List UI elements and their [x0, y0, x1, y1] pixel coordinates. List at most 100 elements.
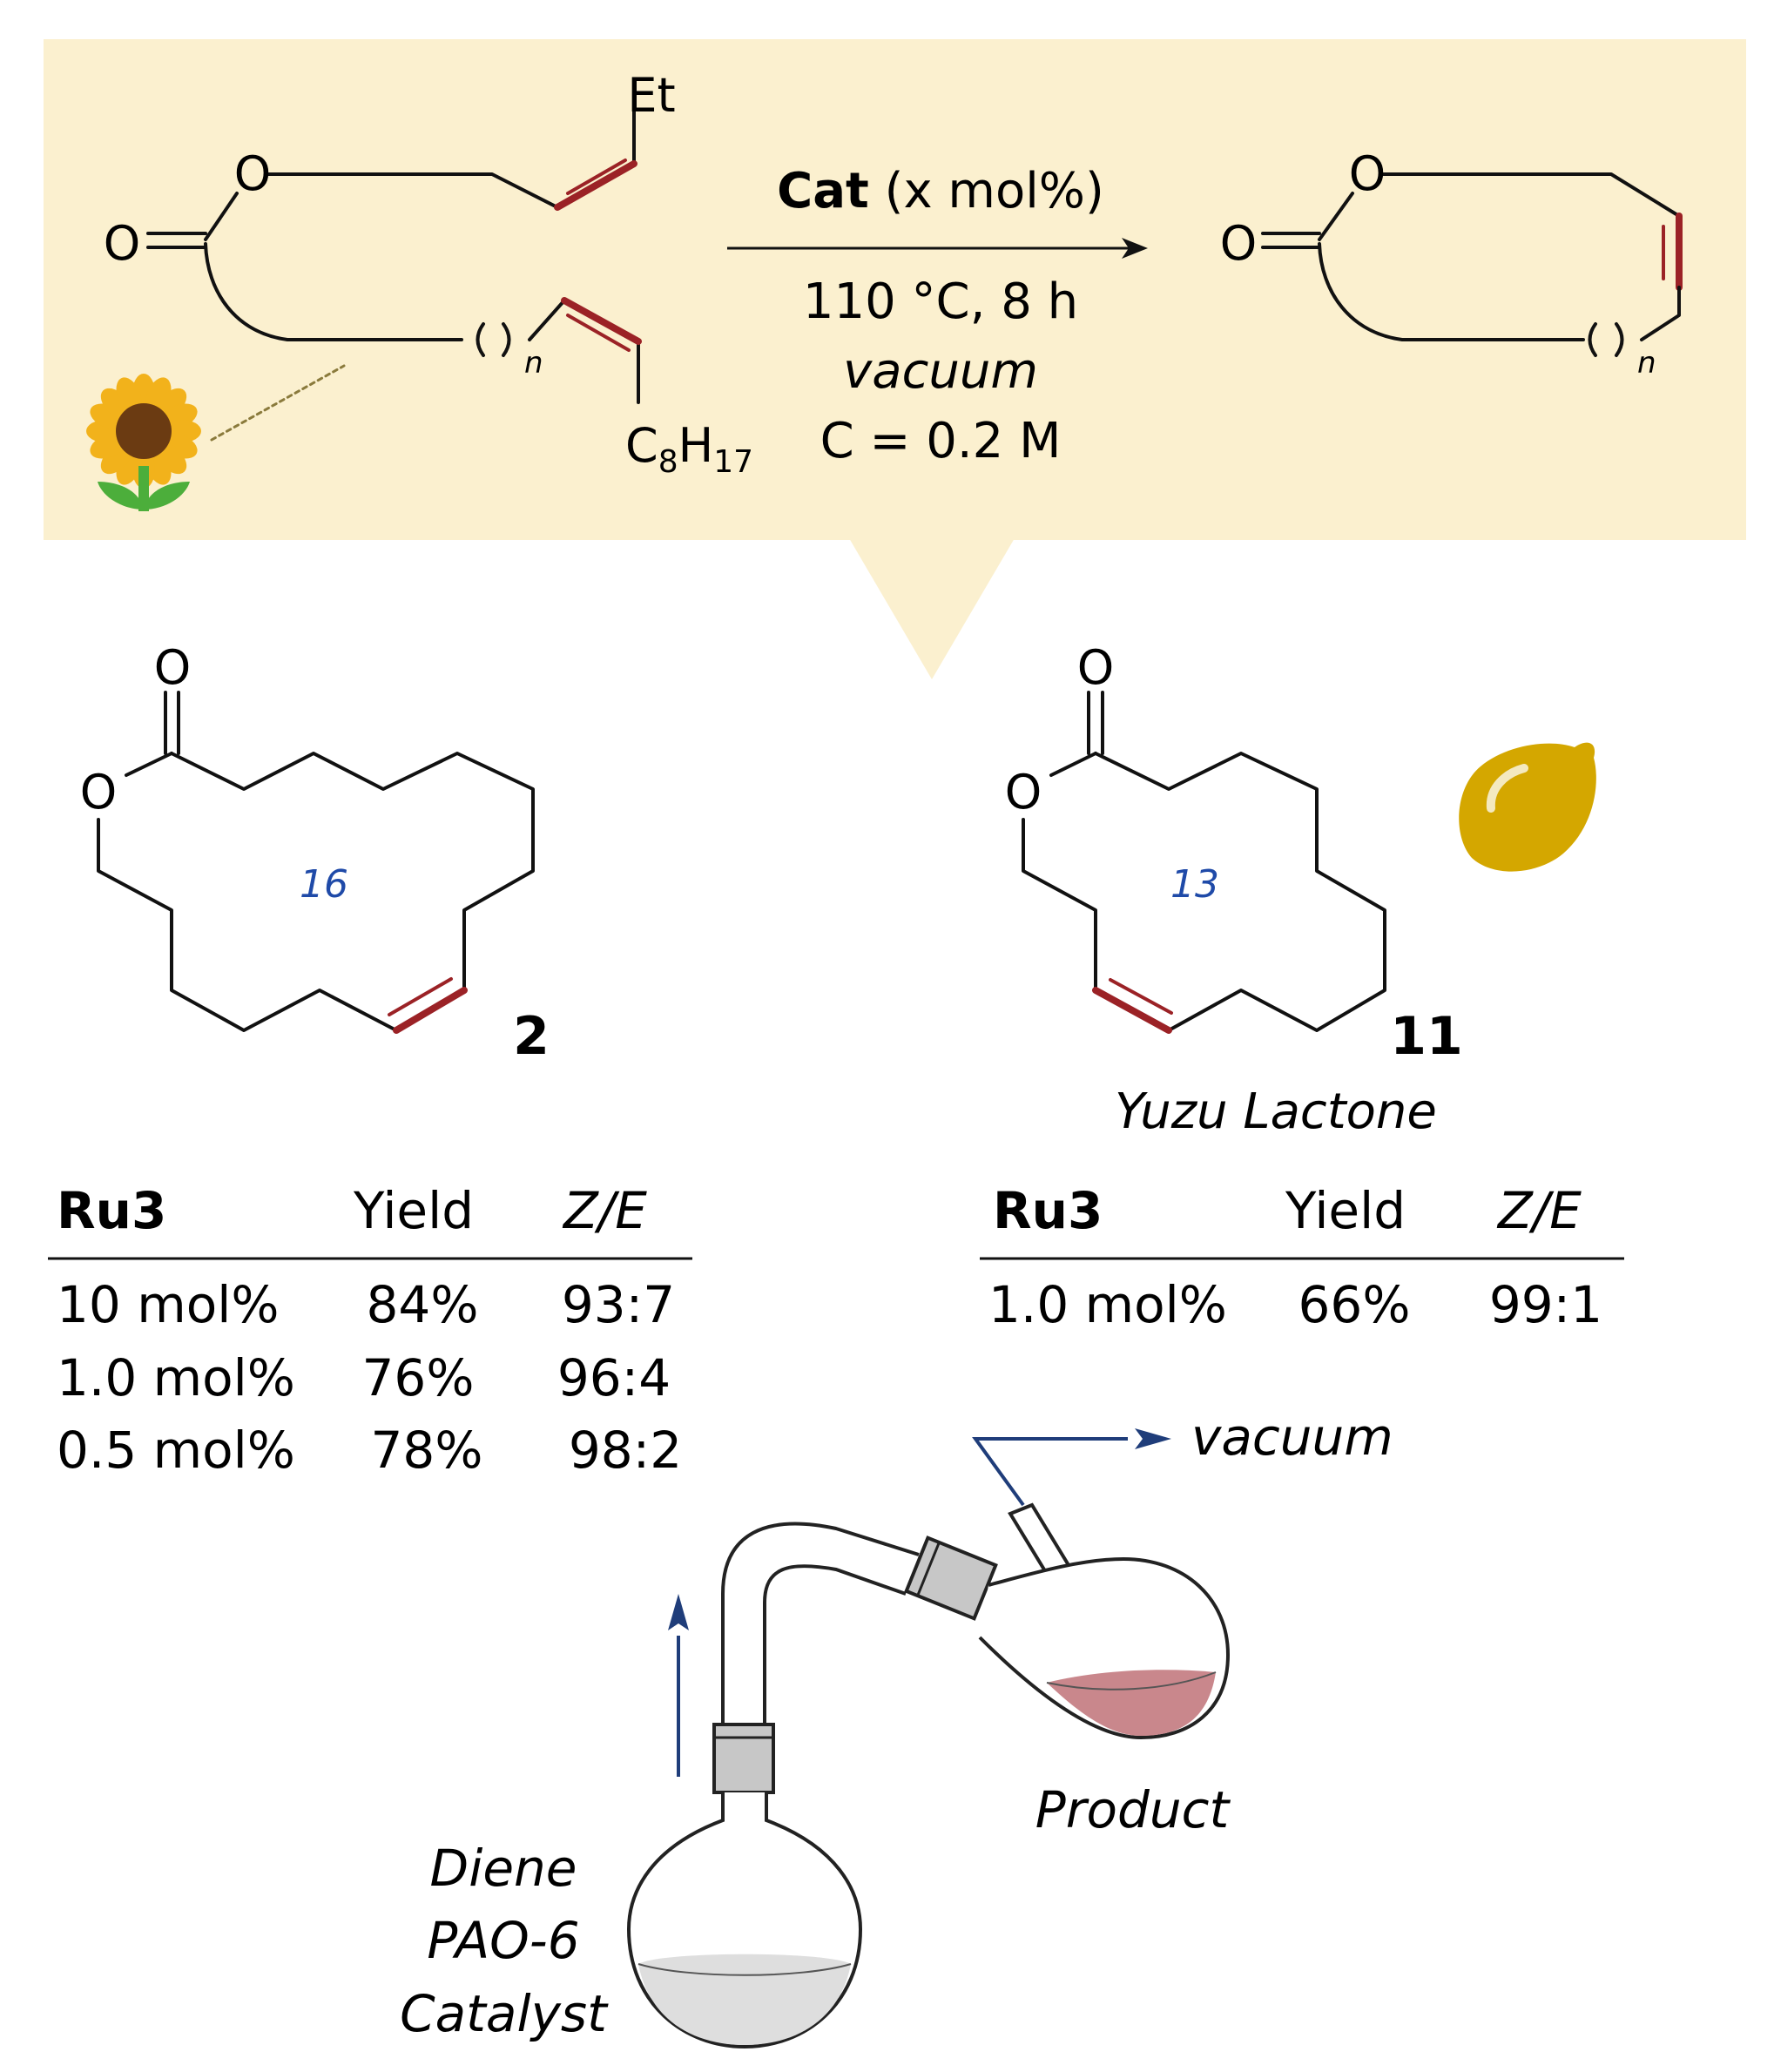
sunflower-link-line — [210, 364, 346, 442]
substrate-alkene-bottom-inner — [566, 314, 631, 352]
product-closing-chain — [1640, 286, 1681, 341]
table-2-row: 93:7 — [562, 1275, 675, 1334]
substrate-ethyl-label: Et — [627, 68, 675, 123]
table-11-header-catalyst: Ru3 — [993, 1181, 1103, 1240]
table-2-row: 84% — [367, 1275, 479, 1334]
sunflower-center — [116, 403, 172, 459]
substrate-repeat-bracket-left — [476, 322, 485, 357]
table-2-row: 96:4 — [557, 1348, 671, 1407]
table-2-header-ze: Z/E — [562, 1181, 647, 1240]
sunflower-leaf-left — [98, 482, 144, 510]
octyl-sub-8: 8 — [658, 444, 678, 480]
sunflower-stem — [138, 466, 149, 511]
compound-2-ring-size: 16 — [300, 862, 348, 907]
substrate-repeat-bracket-right — [502, 322, 511, 357]
conditions-concentration: C = 0.2 M — [820, 413, 1062, 469]
table-11-header-ze: Z/E — [1496, 1181, 1582, 1240]
product-carbonyl-oxygen: O — [1220, 216, 1258, 271]
compound-2-ester-bond — [125, 752, 173, 777]
product-carbonyl-ester-bond — [1318, 192, 1354, 241]
substrate-diene — [146, 94, 642, 442]
sunflower-leaf-right — [144, 482, 190, 510]
compound-2-ester-oxygen: O — [80, 765, 118, 820]
reaction-banner — [44, 39, 1746, 679]
substrate-repeat-n: n — [524, 346, 543, 381]
side-joint — [904, 1535, 998, 1621]
compound-11-carbonyl-oxygen: O — [1077, 640, 1115, 695]
table-2-row: 98:2 — [569, 1421, 682, 1480]
compound-2-label: 2 — [513, 1006, 550, 1067]
catalyst-loading: (x mol%) — [885, 163, 1104, 219]
compound-11-alkene-inner — [1109, 978, 1173, 1015]
reactant-liquid-surface — [637, 1963, 852, 1976]
octyl-C: C — [625, 418, 658, 473]
product-repeat-bracket-left — [1588, 322, 1597, 357]
bend-tube-inner — [763, 1564, 907, 1724]
substrate-octyl-label: C8H17 — [625, 418, 753, 480]
flask-contents-line-1: Diene — [430, 1839, 577, 1898]
bend-tube-outer — [721, 1522, 920, 1724]
table-11-row: 1.0 mol% — [988, 1275, 1227, 1334]
banner-pointer — [849, 538, 1015, 679]
vacuum-arrowhead — [1135, 1428, 1171, 1449]
product-lower-chain — [1318, 242, 1585, 341]
compound-11-ring-size: 13 — [1170, 862, 1219, 907]
product-macrolactone — [1261, 172, 1683, 357]
bottom-joint — [712, 1723, 775, 1794]
vacuum-arrow-line — [972, 1437, 1128, 1507]
compound-11-name: Yuzu Lactone — [1115, 1083, 1437, 1140]
flask-contents-line-3: Catalyst — [400, 1984, 609, 2043]
table-2-row: 0.5 mol% — [57, 1421, 295, 1480]
compound-2-carbonyl-oxygen: O — [154, 640, 192, 695]
conditions-vacuum: vacuum — [843, 343, 1038, 400]
table-2-row: 1.0 mol% — [57, 1348, 295, 1407]
octyl-H: H — [678, 418, 714, 473]
product-label: Product — [1035, 1780, 1231, 1839]
banner-background — [44, 39, 1746, 540]
product-repeat-bracket-right — [1615, 322, 1624, 357]
substrate-ester-oxygen: O — [234, 146, 272, 201]
sunflower-icon — [86, 374, 201, 511]
compound-11-ester-bond — [1049, 752, 1097, 777]
compound-11-label: 11 — [1390, 1006, 1463, 1067]
conditions-temp-time: 110 °C, 8 h — [803, 273, 1078, 330]
octyl-sub-17: 17 — [713, 444, 753, 480]
catalyst-label: Cat (x mol%) — [777, 163, 1104, 219]
compound-2-alkene-inner — [388, 977, 453, 1016]
compound-2-structure — [97, 691, 535, 1034]
vacuum-label: vacuum — [1191, 1407, 1393, 1467]
compound-11-alkene — [1092, 987, 1172, 1034]
substrate-carbonyl-oxygen: O — [104, 216, 141, 271]
reaction-arrow — [727, 238, 1148, 259]
product-repeat-n: n — [1637, 346, 1656, 381]
compound-11-structure — [1022, 691, 1386, 1034]
distillation-apparatus: vacuum Product Diene PAO-6 Catalyst — [400, 1407, 1393, 2049]
table-11: Ru3 Yield Z/E 1.0 mol% 66% 99:1 — [980, 1181, 1624, 1334]
table-2: Ru3 Yield Z/E 10 mol% 84% 93:7 1.0 mol% … — [48, 1181, 692, 1480]
compound-11-ester-oxygen: O — [1005, 765, 1042, 820]
substrate-alkene-bottom — [561, 297, 642, 345]
compound-11-ring — [1022, 752, 1386, 1032]
compound-2-alkene — [393, 987, 468, 1034]
table-2-row: 10 mol% — [57, 1275, 279, 1334]
substrate-acid-chain — [204, 242, 463, 341]
reactant-liquid — [638, 1954, 851, 2045]
flask-contents-line-2: PAO-6 — [427, 1911, 579, 1970]
product-liquid-surface — [1046, 1671, 1217, 1691]
table-2-row: 78% — [371, 1421, 483, 1480]
table-2-header-yield: Yield — [353, 1181, 474, 1240]
catalyst-bold: Cat — [777, 163, 869, 219]
vapor-arrowhead — [668, 1594, 689, 1630]
product-liquid — [1047, 1670, 1216, 1736]
lemon-icon — [1459, 742, 1596, 872]
lemon-highlight — [1486, 764, 1528, 813]
substrate-alkene-top — [554, 160, 637, 211]
table-2-header-catalyst: Ru3 — [57, 1181, 166, 1240]
table-11-header-yield: Yield — [1285, 1181, 1406, 1240]
substrate-carbonyl-ester-bond — [204, 192, 239, 241]
table-2-row: 76% — [362, 1348, 475, 1407]
table-11-row: 66% — [1298, 1275, 1411, 1334]
substrate-alkene-top-inner — [566, 159, 627, 195]
compound-2-ring — [97, 752, 535, 1032]
